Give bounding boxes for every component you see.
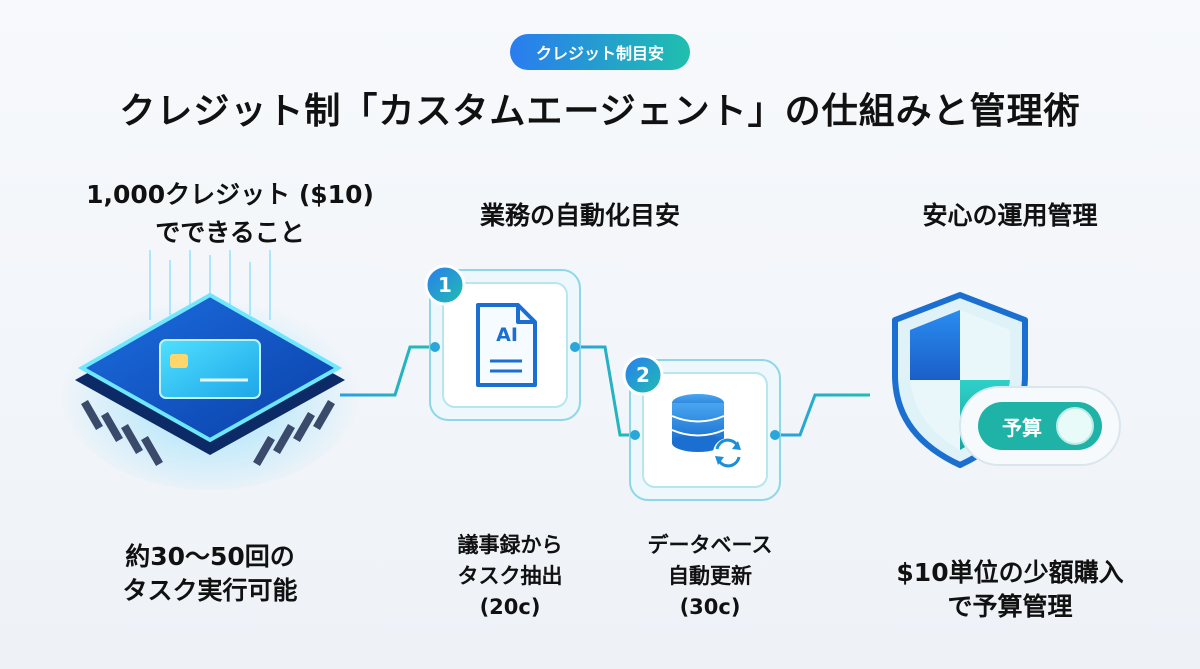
database-icon	[671, 394, 725, 452]
budget-toggle-label: 予算	[1002, 415, 1042, 440]
step-2-card	[629, 359, 781, 501]
step-1-caption-line: 議事録から	[457, 533, 563, 557]
automation-heading: 業務の自動化目安	[479, 201, 680, 230]
step-2-caption: データベース 自動更新 (30c)	[610, 530, 810, 623]
budget-toggle-switch	[959, 386, 1121, 466]
credits-heading-line: でできること	[155, 218, 305, 247]
chip-pins	[81, 400, 335, 466]
connector-line	[775, 393, 870, 437]
credits-heading-line: 1,000クレジット ($10)	[86, 180, 374, 209]
step-2-caption-line: データベース	[647, 533, 773, 557]
step-1-caption-line: (20c)	[479, 595, 541, 619]
credits-caption-line: 約30〜50回の	[125, 542, 295, 571]
step-2-number: 2	[636, 363, 650, 387]
step-2-number-badge	[622, 354, 664, 396]
credit-card-icon	[159, 339, 261, 399]
glow-streaks	[149, 250, 271, 320]
credits-caption-line: タスク実行可能	[122, 576, 298, 605]
refresh-icon	[713, 438, 743, 468]
management-illustration	[892, 292, 1121, 468]
connector-line	[340, 345, 435, 397]
page-title: クレジット制「カスタムエージェント」の仕組みと管理術	[119, 91, 1081, 132]
ai-icon-label: AI	[496, 324, 518, 346]
credit-chip-illustration	[60, 250, 360, 490]
ai-document-icon	[476, 303, 537, 387]
credits-caption: 約30〜50回の タスク実行可能	[40, 540, 380, 608]
automation-flow-diagram	[340, 264, 870, 501]
step-1-number-badge	[424, 264, 466, 306]
management-caption: $10単位の少額購入 で予算管理	[850, 556, 1170, 624]
step-1-number: 1	[438, 273, 452, 297]
step-1-caption-line: タスク抽出	[457, 564, 563, 588]
connector-line	[575, 345, 635, 437]
management-heading: 安心の運用管理	[922, 201, 1098, 230]
step-2-caption-line: 自動更新	[668, 564, 752, 588]
credits-heading: 1,000クレジット ($10) でできること	[40, 176, 420, 252]
step-1-card	[429, 269, 581, 421]
step-2-caption-line: (30c)	[679, 595, 741, 619]
management-caption-line: で予算管理	[947, 592, 1073, 621]
management-caption-line: $10単位の少額購入	[896, 558, 1124, 587]
step-1-caption: 議事録から タスク抽出 (20c)	[420, 530, 600, 623]
category-badge: クレジット制目安	[510, 34, 690, 70]
